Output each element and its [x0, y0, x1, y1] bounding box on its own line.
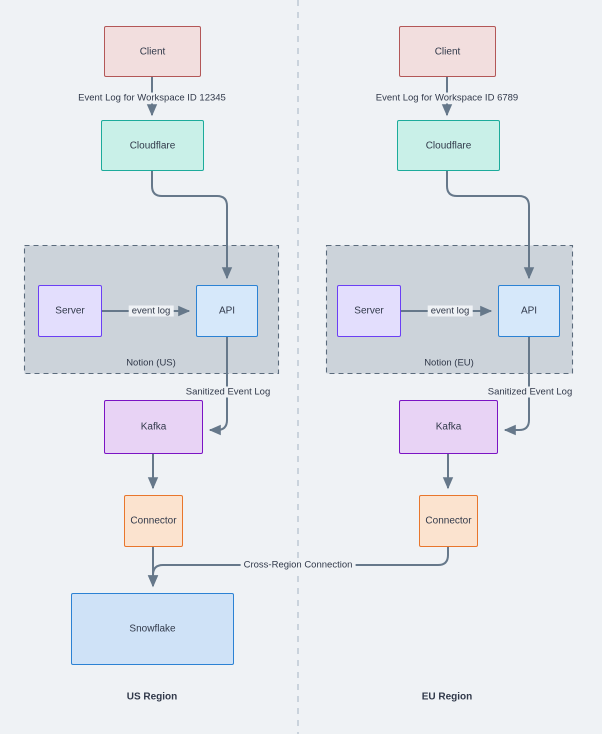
- node-api-us[interactable]: [196, 285, 258, 337]
- node-client-eu[interactable]: [399, 26, 496, 77]
- node-api-eu[interactable]: [498, 285, 560, 337]
- node-connector-us[interactable]: [124, 495, 183, 547]
- node-kafka-eu[interactable]: [399, 400, 498, 454]
- node-server-us[interactable]: [38, 285, 102, 337]
- node-connector-eu[interactable]: [419, 495, 478, 547]
- edge-connectors: [102, 77, 535, 588]
- node-cloudflare-eu[interactable]: [397, 120, 500, 171]
- edge-cross-region-connection: [147, 547, 449, 588]
- edge-cloudflare-to-api-us: [151, 171, 233, 280]
- edge-api-to-kafka-eu: [503, 337, 530, 436]
- node-cloudflare-us[interactable]: [101, 120, 204, 171]
- node-client-us[interactable]: [104, 26, 201, 77]
- edge-cloudflare-to-api-eu: [446, 171, 535, 280]
- group-boundaries: [23, 244, 574, 375]
- node-kafka-us[interactable]: [104, 400, 203, 454]
- node-snowflake-us[interactable]: [71, 593, 234, 665]
- node-server-eu[interactable]: [337, 285, 401, 337]
- edge-api-to-kafka-us: [208, 337, 228, 436]
